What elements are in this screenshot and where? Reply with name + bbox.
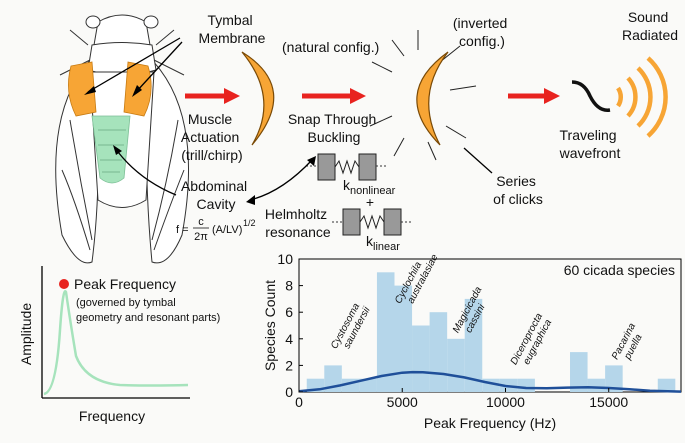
y-tick-label-3: 6 [285, 304, 293, 320]
series-of-clicks-label: Series of clicks [493, 173, 543, 207]
coupling-arrow-head-a [246, 195, 255, 205]
cavity-pointer-head [113, 145, 122, 155]
clicks-pointer [463, 147, 493, 174]
snap-through-label: Snap Through Buckling [288, 111, 380, 145]
frequency-axis-label: Frequency [79, 408, 145, 424]
tymbal-pointer-left [87, 37, 181, 93]
tymbal-inverted-shape [416, 51, 449, 146]
kde-curve [298, 370, 682, 393]
chart-x-axis-label: Peak Frequency (Hz) [424, 415, 556, 431]
svg-text:f =: f = [176, 224, 189, 236]
species-histogram: 0 5000 10000 15000 0 2 4 6 8 10 Cystosomasaunders… [262, 247, 682, 431]
svg-text:(A/LV): (A/LV) [212, 224, 242, 236]
histogram-bar-15 [605, 365, 623, 392]
x-tick-label-1: 5000 [387, 394, 418, 410]
species-annotation-3: Diceroproctaeugraphica [509, 311, 555, 372]
tymbal-pointer-right [135, 41, 183, 93]
abdominal-cavity-label: Abdominal Cavity [181, 178, 251, 212]
y-tick-label-5: 10 [277, 251, 293, 267]
cavity-pointer [117, 151, 177, 196]
histogram-bar-3 [359, 378, 377, 392]
linear-spring-element [332, 208, 412, 236]
histogram-bar-7 [429, 312, 448, 392]
legs [59, 29, 185, 76]
x-tick-label-3: 15000 [589, 394, 628, 410]
natural-config-label: (natural config.) [282, 39, 379, 55]
peak-frequency-label: Peak Frequency [74, 276, 176, 292]
arrow-actuation-head [224, 88, 240, 104]
histogram-bar-16 [657, 378, 676, 392]
histogram-bars [306, 272, 676, 392]
traveling-wavefront-label: Traveling wavefront [559, 127, 621, 161]
histogram-bar-5 [394, 285, 413, 392]
histogram-bar-6 [412, 325, 430, 392]
histogram-bar-9 [464, 298, 483, 392]
peak-marker [59, 279, 69, 289]
sound-radiated-label: Sound Radiated [622, 9, 678, 43]
svg-text:c: c [198, 216, 204, 228]
svg-text:1/2: 1/2 [243, 218, 256, 228]
cavity-segments [98, 129, 126, 173]
histogram-bar-4 [376, 272, 395, 392]
inverted-config-label: (inverted config.) [453, 15, 511, 49]
tymbal-pointer-right-head [132, 85, 142, 97]
nonlinear-spring-element [306, 153, 388, 181]
muscle-actuation-label: Muscle Actuation (trill/chirp) [181, 111, 243, 163]
click-rays [369, 30, 477, 161]
right-eye [143, 15, 159, 29]
chart-title: 60 cicada species [564, 262, 675, 278]
sound-waves [616, 56, 668, 138]
coupling-arrow [249, 159, 313, 201]
species-annotation-2: Magicicadacassini [451, 285, 494, 340]
x-tick-label-0: 0 [295, 394, 303, 410]
species-annotation-1: Cyclochilaaustralasiae [393, 247, 441, 311]
spectrum-curve [43, 290, 189, 396]
wing-veins [61, 119, 185, 251]
peak-frequency-desc: (governed by tymbal geometry and resonan… [76, 297, 220, 324]
y-tick-label-4: 8 [285, 278, 293, 294]
y-tick-label-1: 2 [285, 357, 293, 373]
left-eye [85, 15, 101, 29]
helmholtz-label: Helmholtz resonance [265, 206, 331, 240]
histogram-ticks: 0 5000 10000 15000 0 2 4 6 8 10 [277, 251, 628, 410]
k-nonlinear-label: knonlinear [343, 177, 396, 197]
y-tick-label-2: 4 [285, 331, 293, 347]
histogram-bar-12 [517, 378, 535, 392]
coupling-arrow-head-b [307, 156, 316, 166]
tymbal-membrane-label: Tymbal Membrane [199, 12, 266, 46]
histogram-bar-14 [587, 378, 606, 392]
tymbal-natural-shape [241, 51, 275, 146]
abdominal-cavity-shape [91, 115, 131, 184]
spectrum-schematic [41, 266, 190, 399]
plus-sign: + [366, 194, 374, 210]
tymbal-left [68, 61, 97, 117]
tymbal-pointer-left-head [84, 86, 96, 95]
species-annotation-0: Cystosomasaundersii [329, 299, 373, 356]
wavefront-shape [571, 80, 611, 112]
y-tick-label-0: 0 [285, 384, 293, 400]
histogram-bar-8 [447, 338, 465, 392]
k-linear-label: klinear [366, 233, 400, 253]
arrow-radiate-head [544, 88, 560, 104]
x-tick-label-2: 10000 [486, 394, 525, 410]
species-annotation-4: Pacarinapuella [610, 321, 648, 367]
histogram-bar-13 [570, 352, 588, 392]
amplitude-axis-label: Amplitude [18, 303, 34, 365]
svg-text:2π: 2π [194, 231, 208, 243]
helmholtz-formula: f = c 2π (A/LV) 1/2 [176, 216, 256, 243]
arrow-snap-head [350, 88, 366, 104]
chart-y-axis-label: Species Count [262, 280, 278, 371]
